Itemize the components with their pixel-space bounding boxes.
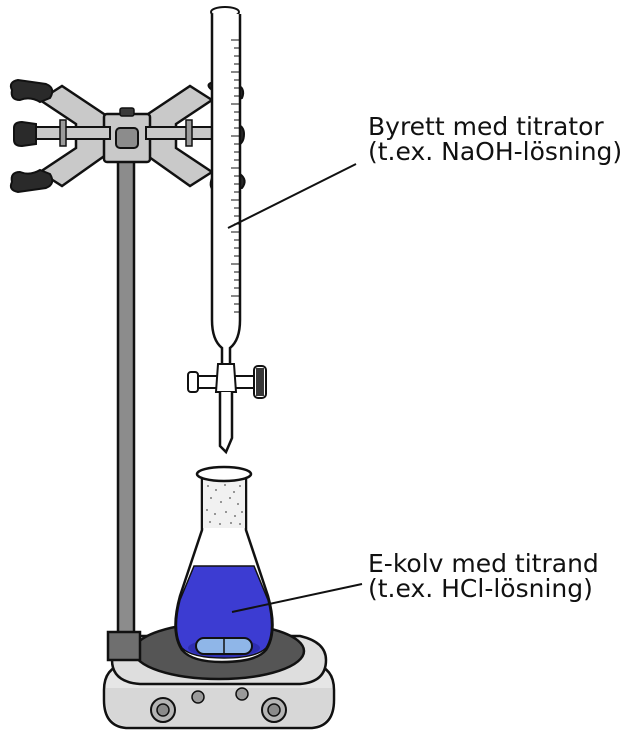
frosted-dots [206, 484, 243, 525]
clamp-screw [115, 127, 139, 149]
clamp-left-bar [29, 126, 111, 140]
stand-rod [116, 124, 136, 658]
burette-label-line2: (t.ex. NaOH-lösning) [368, 137, 623, 166]
hot-plate-front [106, 688, 332, 726]
left-upper-grip [9, 78, 54, 104]
flask-label: E-kolv med titrand (t.ex. HCl-lösning) [368, 551, 599, 601]
stand-rod-foot [106, 630, 142, 662]
flask-label-line1: E-kolv med titrand [368, 549, 599, 578]
burette-tip [218, 392, 234, 455]
burette-label: Byrett med titrator (t.ex. NaOH-lösning) [368, 114, 622, 164]
flask-label-line2: (t.ex. HCl-lösning) [368, 574, 593, 603]
indicator-light-right [235, 687, 249, 701]
flask-rim [195, 465, 253, 483]
titrand-liquid [175, 565, 273, 659]
left-lower-grip [9, 168, 54, 194]
stirrer-speed-knob [150, 697, 176, 723]
burette-label-line1: Byrett med titrator [368, 112, 604, 141]
erlenmeyer-flask [174, 465, 274, 664]
burette-leader-line [227, 163, 357, 229]
burette [187, 6, 267, 455]
burette-graduations [231, 39, 239, 313]
burette-stopcock [187, 363, 267, 399]
flask-leader-line [231, 583, 363, 613]
burette-tube [210, 14, 242, 382]
retort-stand [106, 124, 142, 662]
heater-temperature-knob [261, 697, 287, 723]
indicator-light-left [191, 690, 205, 704]
left-middle-grip [13, 120, 37, 148]
